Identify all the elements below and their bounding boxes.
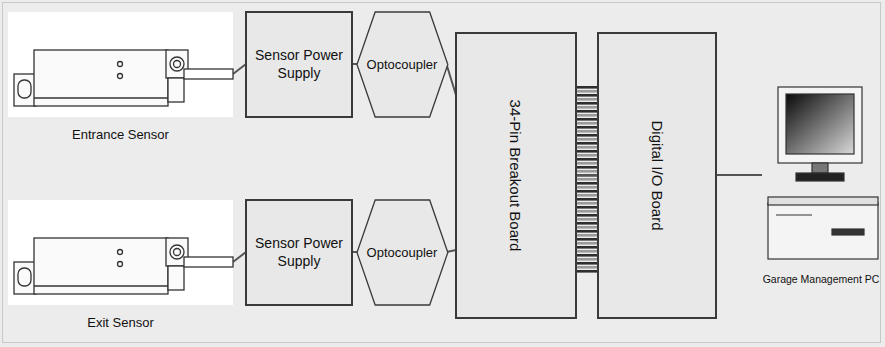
ribbon-wire bbox=[576, 150, 598, 153]
ribbon-wire bbox=[576, 118, 598, 121]
ribbon-wire bbox=[576, 122, 598, 125]
ribbon-wire bbox=[576, 154, 598, 157]
process-box: Sensor Power Supply bbox=[246, 200, 352, 305]
ribbon-wire bbox=[576, 126, 598, 129]
ribbon-wire bbox=[576, 146, 598, 149]
ribbon-wire bbox=[576, 198, 598, 201]
box-label: Sensor Power Supply bbox=[252, 235, 346, 270]
ribbon-wire bbox=[576, 210, 598, 213]
sensor-icon bbox=[8, 12, 233, 144]
ribbon-wire bbox=[576, 94, 598, 97]
ribbon-wire bbox=[576, 214, 598, 217]
device-label: Exit Sensor bbox=[87, 315, 153, 332]
ribbon-wire bbox=[576, 242, 598, 245]
connector-line bbox=[233, 64, 246, 74]
device-label: Garage Management PC bbox=[763, 273, 880, 287]
computer-illustration: Garage Management PC bbox=[762, 85, 880, 287]
ribbon-wire bbox=[576, 250, 598, 253]
ribbon-wire bbox=[576, 194, 598, 197]
computer-body bbox=[768, 87, 878, 259]
ribbon-wire bbox=[576, 142, 598, 145]
ribbon-wire bbox=[576, 130, 598, 133]
computer-icon bbox=[762, 85, 880, 287]
ribbon-wire bbox=[576, 186, 598, 189]
device-label: Entrance Sensor bbox=[72, 127, 169, 144]
ribbon-wire bbox=[576, 162, 598, 165]
ribbon-wire bbox=[576, 226, 598, 229]
ribbon-wire bbox=[576, 134, 598, 137]
connector-line bbox=[446, 64, 456, 95]
ribbon-wire bbox=[576, 190, 598, 193]
sensor-body bbox=[14, 238, 233, 294]
sensor-illustration: Exit Sensor bbox=[8, 200, 233, 332]
sensor-panel bbox=[8, 12, 233, 117]
sensor-panel bbox=[8, 200, 233, 305]
ribbon-wire bbox=[576, 258, 598, 261]
connector-line bbox=[446, 250, 456, 252]
ribbon-wire bbox=[576, 234, 598, 237]
connector-line bbox=[233, 252, 246, 262]
ribbon-wire bbox=[576, 218, 598, 221]
box-label: Sensor Power Supply bbox=[252, 47, 346, 82]
ribbon-wire bbox=[576, 174, 598, 177]
connector-line bbox=[576, 174, 598, 176]
box-label: Digital I/O Board bbox=[648, 120, 665, 230]
sensor-icon bbox=[8, 200, 233, 332]
ribbon-wire bbox=[576, 238, 598, 241]
ribbon-wire bbox=[576, 230, 598, 233]
sensor-body bbox=[14, 50, 233, 106]
box-label: Optocoupler bbox=[367, 245, 438, 260]
ribbon-wire bbox=[576, 206, 598, 209]
ribbon-wire bbox=[576, 166, 598, 169]
ribbon-wire bbox=[576, 102, 598, 105]
sensor-illustration: Entrance Sensor bbox=[8, 12, 233, 144]
ribbon-wire bbox=[576, 182, 598, 185]
hexagon-box: Optocoupler bbox=[357, 12, 448, 117]
ribbon-wire bbox=[576, 138, 598, 141]
ribbon-wire bbox=[576, 98, 598, 101]
board-box: 34-Pin Breakout Board bbox=[456, 33, 576, 318]
ribbon-wire bbox=[576, 86, 598, 89]
ribbon-wire bbox=[576, 246, 598, 249]
ribbon-wire bbox=[576, 90, 598, 93]
ribbon-wire bbox=[576, 254, 598, 257]
hexagon-box: Optocoupler bbox=[357, 200, 448, 305]
ribbon-wire bbox=[576, 262, 598, 265]
box-label: Optocoupler bbox=[367, 57, 438, 72]
ribbon-wire bbox=[576, 114, 598, 117]
ribbon-wire bbox=[576, 266, 598, 269]
ribbon-wire bbox=[576, 270, 598, 273]
box-label: 34-Pin Breakout Board bbox=[508, 100, 525, 252]
connector-line bbox=[716, 174, 762, 176]
ribbon-wire bbox=[576, 178, 598, 181]
ribbon-wire bbox=[576, 158, 598, 161]
process-box: Sensor Power Supply bbox=[246, 12, 352, 117]
ribbon-wire bbox=[576, 222, 598, 225]
ribbon-wire bbox=[576, 202, 598, 205]
ribbon-wire bbox=[576, 106, 598, 109]
ribbon-wire bbox=[576, 170, 598, 173]
board-box: Digital I/O Board bbox=[598, 33, 716, 318]
ribbon-wire bbox=[576, 110, 598, 113]
